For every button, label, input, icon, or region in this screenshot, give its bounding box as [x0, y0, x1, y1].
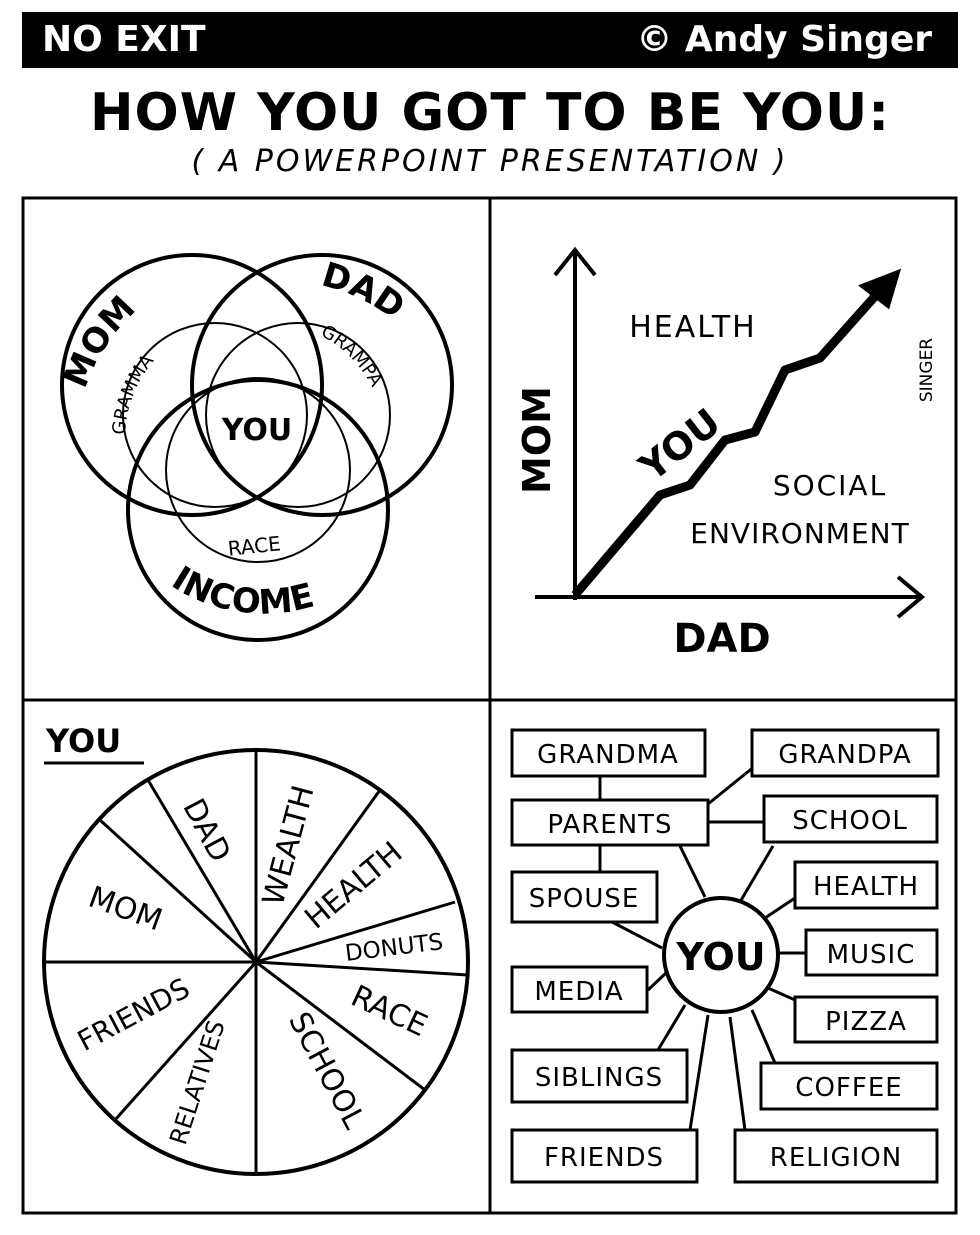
artist-signature: SINGER — [917, 338, 937, 402]
node-box-coffee — [759, 1061, 939, 1111]
node-box-grandma — [510, 728, 707, 778]
copyright-author: © Andy Singer — [636, 19, 932, 60]
node-box-friends — [510, 1128, 699, 1184]
venn-circle-mom — [60, 253, 324, 517]
node-box-parents — [510, 798, 710, 847]
graph-label-environment: ENVIRONMENT — [690, 517, 909, 550]
network-node-boxes — [510, 728, 940, 1184]
node-box-spouse — [510, 870, 659, 924]
pie-title: YOU — [45, 722, 121, 760]
venn-diagram: MOM DAD INCOME GRAMMA GRAMPA RACE YOU — [56, 253, 454, 642]
page-title: HOW YOU GOT TO BE YOU: — [89, 83, 891, 143]
pie-slice-race: RACE — [346, 979, 433, 1044]
venn-inner-grampa — [205, 322, 391, 508]
node-label-grandma: GRANDMA — [537, 740, 679, 770]
node-box-music — [804, 928, 939, 977]
network-center-label: YOU — [675, 935, 765, 979]
node-label-media: MEDIA — [534, 977, 623, 1007]
you-trend-line — [571, 282, 889, 598]
node-label-school: SCHOOL — [792, 806, 908, 836]
network-links — [598, 764, 806, 1131]
node-label-coffee: COFFEE — [795, 1073, 902, 1103]
pie-dividers — [44, 750, 469, 1174]
node-box-siblings — [510, 1048, 689, 1104]
pie-slice-donuts: DONUTS — [344, 929, 445, 967]
venn-label-gramma: GRAMMA — [109, 350, 159, 435]
node-label-grandpa: GRANDPA — [778, 740, 911, 770]
node-label-religion: RELIGION — [770, 1143, 902, 1173]
node-box-media — [510, 965, 649, 1014]
node-label-friends: FRIENDS — [544, 1143, 664, 1173]
node-box-grandpa — [750, 728, 940, 778]
header-banner: NO EXIT © Andy Singer — [22, 12, 958, 68]
page-subtitle: ( A POWERPOINT PRESENTATION ) — [191, 144, 789, 179]
graph-panel: HEALTH YOU SOCIAL ENVIRONMENT MOM DAD SI… — [515, 246, 937, 662]
node-label-music: MUSIC — [827, 940, 916, 970]
venn-inner-race — [165, 377, 351, 563]
network-diagram: YOU GRANDMA GRANDPA PARENTS SCHOOL HEALT… — [510, 728, 940, 1184]
node-box-religion — [733, 1128, 939, 1184]
node-label-health: HEALTH — [813, 872, 919, 902]
node-label-pizza: PIZZA — [825, 1007, 907, 1037]
pie-slice-friends: FRIENDS — [72, 971, 195, 1057]
network-center-circle — [662, 896, 780, 1014]
node-label-siblings: SIBLINGS — [535, 1063, 663, 1093]
graph-ylabel: MOM — [515, 386, 559, 494]
venn-circle-dad — [190, 253, 454, 517]
graph-label-social: SOCIAL — [773, 469, 887, 502]
node-box-pizza — [793, 995, 939, 1044]
pie-chart: YOU DAD WEALTH HEALTH DONUTS RACE SCHOOL… — [42, 722, 470, 1176]
graph-label-you: YOU — [630, 400, 728, 490]
node-box-school — [762, 794, 939, 844]
node-label-parents: PARENTS — [547, 810, 672, 840]
strip-name: NO EXIT — [42, 19, 206, 60]
pie-slice-dad: DAD — [175, 793, 237, 868]
node-label-spouse: SPOUSE — [529, 884, 640, 914]
venn-label-dad: DAD — [318, 255, 412, 327]
venn-circle-income — [126, 378, 390, 642]
venn-label-you: YOU — [221, 413, 293, 448]
venn-inner-gramma — [122, 322, 308, 508]
network-node-labels: GRANDMA GRANDPA PARENTS SCHOOL HEALTH SP… — [529, 740, 919, 1173]
trend-arrowhead — [857, 268, 902, 310]
node-box-health — [793, 860, 939, 910]
pie-slice-relatives: RELATIVES — [164, 1017, 230, 1148]
venn-label-income: INCOME — [165, 559, 318, 623]
graph-xlabel: DAD — [673, 616, 770, 662]
venn-label-grampa: GRAMPA — [318, 321, 387, 391]
pie-slice-school: SCHOOL — [281, 1006, 371, 1134]
x-axis-arrow — [896, 575, 926, 619]
pie-slice-mom: MOM — [84, 880, 167, 939]
pie-slice-wealth: WEALTH — [256, 782, 322, 909]
graph-label-health: HEALTH — [629, 310, 757, 345]
venn-label-race: RACE — [227, 531, 282, 560]
y-axis-arrow — [553, 246, 597, 277]
